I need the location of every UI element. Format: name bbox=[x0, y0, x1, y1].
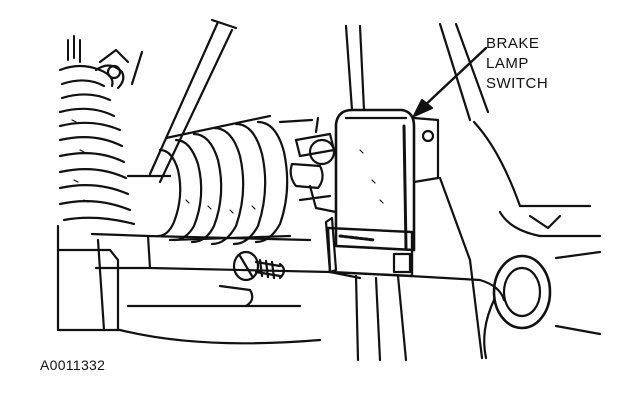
pedal-arm-tubes bbox=[344, 22, 490, 362]
callout-line-2: LAMP bbox=[486, 55, 529, 72]
callout-line-1: BRAKE bbox=[486, 35, 540, 52]
right-pedal-assembly bbox=[408, 120, 602, 360]
shading-stipple bbox=[71, 119, 384, 214]
mounting-bolt bbox=[232, 250, 286, 282]
left-bracket-ribs bbox=[58, 35, 136, 226]
diagonal-bracket bbox=[126, 18, 238, 184]
callout-leader-arrow bbox=[412, 46, 488, 118]
figure-id-label: A0011332 bbox=[40, 357, 106, 373]
pushrod-linkage bbox=[289, 116, 338, 214]
corrugated-boot bbox=[156, 114, 314, 246]
callout-line-3: SWITCH bbox=[486, 75, 549, 92]
lower-support-frame bbox=[56, 224, 362, 345]
brake-lamp-switch bbox=[324, 108, 440, 278]
brake-lamp-switch-callout-label: BRAKE LAMP SWITCH bbox=[486, 34, 548, 94]
